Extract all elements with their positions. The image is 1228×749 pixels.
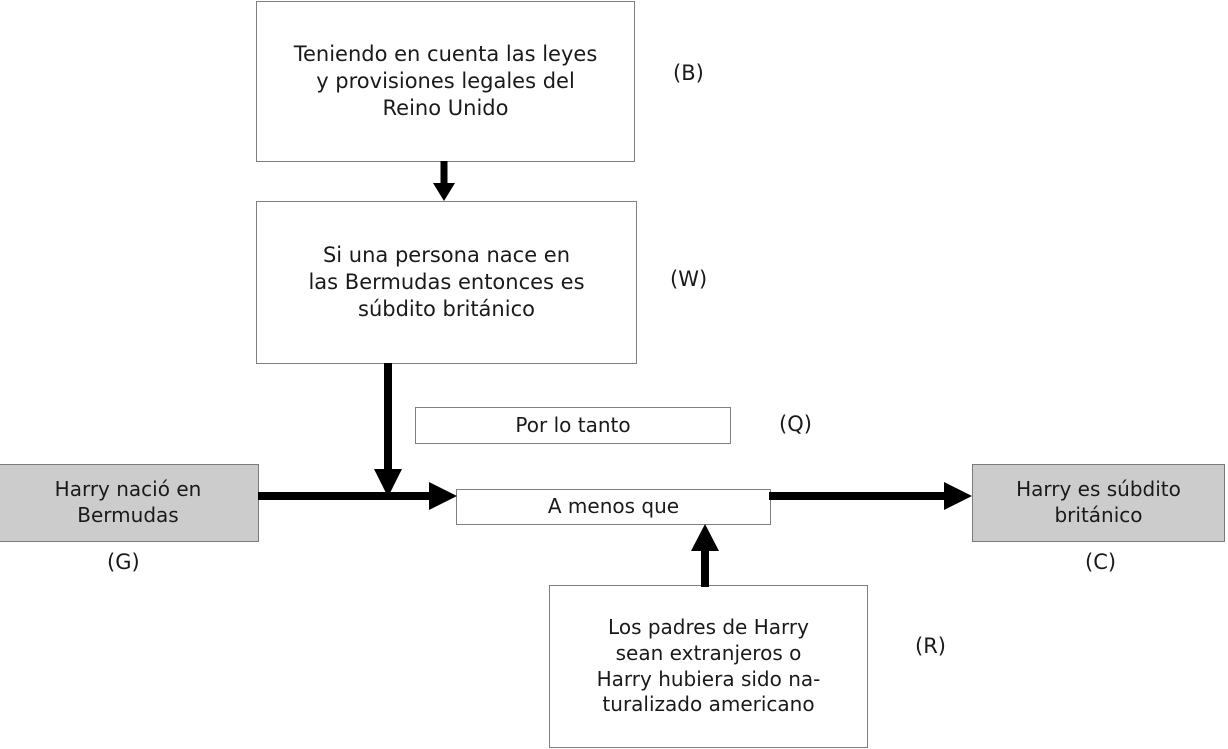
node-rebuttal-r[interactable]: Los padres de Harry sean extranjeros o H… <box>549 585 868 748</box>
node-rebuttal-r-label: Los padres de Harry sean extranjeros o H… <box>596 615 821 717</box>
arrow-backing-to-warrant <box>433 161 455 201</box>
node-qualifier-q[interactable]: Por lo tanto <box>415 407 731 444</box>
tag-qualifier-q: (Q) <box>779 412 812 436</box>
node-claim-c[interactable]: Harry es súbdito británico <box>972 464 1225 542</box>
arrow-unless-to-claim <box>769 482 972 510</box>
tag-warrant-w: (W) <box>670 267 708 291</box>
tag-rebuttal-r: (R) <box>915 634 946 658</box>
node-warrant-w-label: Si una persona nace en las Bermudas ento… <box>308 243 585 321</box>
arrow-rebuttal-to-unless <box>691 524 719 587</box>
node-qualifier-q-label: Por lo tanto <box>515 412 631 437</box>
arrow-warrant-to-unless <box>374 363 402 497</box>
tag-backing-b: (B) <box>673 61 704 85</box>
arrow-grounds-to-unless <box>258 482 457 510</box>
tag-claim-c: (C) <box>1085 550 1117 574</box>
node-unless-u-label: A menos que <box>547 494 680 519</box>
node-unless-u[interactable]: A menos que <box>456 489 771 525</box>
node-backing-b[interactable]: Teniendo en cuenta las leyes y provision… <box>256 1 635 162</box>
tag-grounds-g: (G) <box>107 550 140 574</box>
node-warrant-w[interactable]: Si una persona nace en las Bermudas ento… <box>256 201 637 364</box>
node-grounds-g[interactable]: Harry nació en Bermudas <box>0 464 259 542</box>
node-grounds-g-label: Harry nació en Bermudas <box>54 477 202 527</box>
node-claim-c-label: Harry es súbdito británico <box>1016 477 1181 527</box>
node-backing-b-label: Teniendo en cuenta las leyes y provision… <box>293 42 598 120</box>
